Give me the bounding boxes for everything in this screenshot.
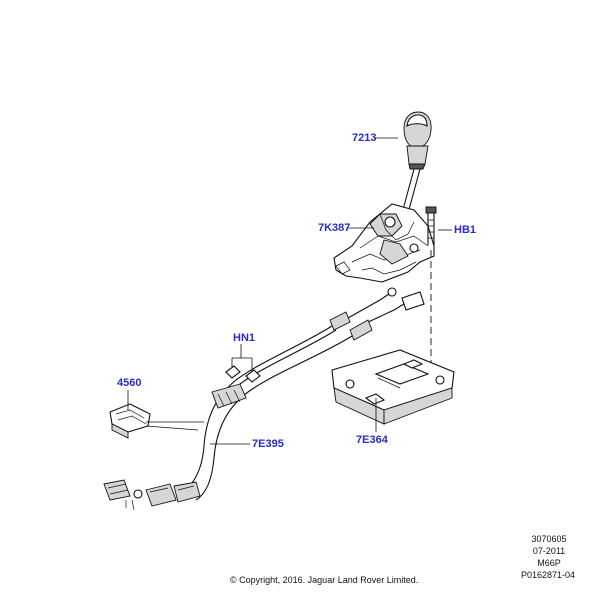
mounting-bracket	[331, 349, 455, 425]
reference-illustration: P0162871-04	[520, 570, 576, 580]
callout-nuts: HN1	[233, 332, 256, 344]
reference-date: 07-2011	[532, 546, 566, 556]
cable-sleeve	[211, 383, 247, 409]
cable-lower-ends	[103, 479, 201, 511]
callout-clip: 4560	[117, 377, 142, 389]
reference-model: M66P	[537, 558, 561, 568]
callout-cable: 7E395	[252, 438, 284, 450]
leader-lines	[127, 137, 452, 445]
copyright-notice: © Copyright, 2016. Jaguar Land Rover Lim…	[230, 575, 419, 585]
cable-clip	[109, 403, 151, 439]
nuts	[225, 365, 261, 383]
cable-upper-ends	[329, 287, 425, 341]
gear-knob	[403, 111, 432, 170]
reference-number: 3070605	[531, 534, 567, 544]
callout-selector-housing: 7K387	[318, 222, 351, 234]
callout-bracket: 7E364	[356, 434, 388, 446]
callout-bolt: HB1	[454, 224, 477, 236]
callout-knob: 7213	[352, 132, 377, 144]
selector-housing	[333, 203, 435, 283]
shift-cables	[177, 325, 353, 501]
bolt	[425, 206, 437, 245]
